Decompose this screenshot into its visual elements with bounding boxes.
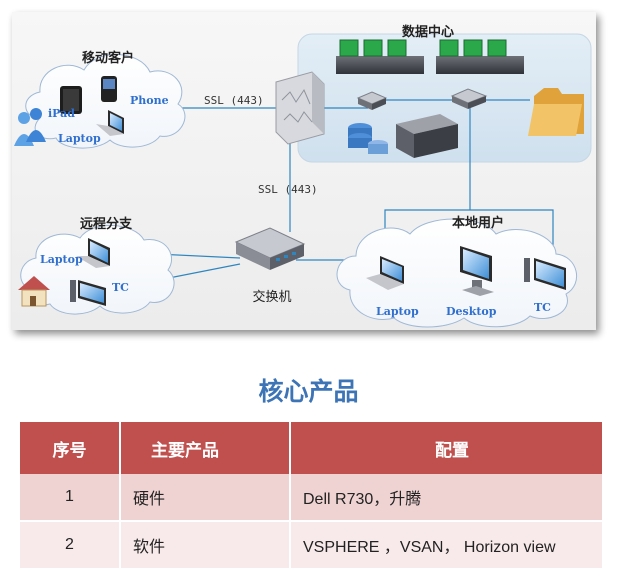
laptop-remote-icon	[76, 238, 110, 268]
firewall-icon	[275, 71, 325, 145]
house-icon	[18, 276, 50, 307]
tc-local-icon	[524, 258, 566, 290]
desktop-local-label: Desktop	[446, 305, 497, 318]
local-title: 本地用户	[452, 215, 504, 231]
tc-remote-icon	[70, 280, 106, 306]
laptop-local-label: Laptop	[376, 305, 419, 318]
cell-config: VSPHERE ，VSAN， Horizon view	[290, 521, 602, 570]
users-icon	[14, 108, 46, 146]
dc-switch-right-icon	[450, 88, 488, 109]
cell-config: Dell R730，升腾	[290, 474, 602, 522]
network-diagram: 移动客户 数据中心 远程分支 本地用户 iPad Phone Laptop La…	[12, 12, 596, 330]
table-row: 1 硬件 Dell R730，升腾	[20, 474, 602, 522]
header-config: 配置	[290, 422, 602, 474]
cell-seq: 1	[20, 474, 121, 522]
server-rack-right	[436, 39, 524, 74]
folder-icon	[528, 88, 584, 136]
laptop-local-icon	[366, 256, 404, 290]
table-row: 2 软件 VSPHERE ，VSAN， Horizon view	[20, 521, 602, 570]
ssl-mid-label: SSL (443)	[258, 183, 318, 196]
table-header-row: 序号 主要产品 配置	[20, 422, 602, 474]
ipad-icon	[60, 86, 82, 114]
cell-product: 软件	[120, 521, 291, 570]
laptop-remote-label: Laptop	[40, 253, 83, 266]
header-product: 主要产品	[120, 422, 291, 474]
datacenter-title: 数据中心	[402, 24, 454, 40]
tc-local-label: TC	[534, 301, 551, 314]
laptop-mobile-icon	[96, 110, 124, 136]
header-seq: 序号	[20, 422, 121, 474]
desktop-local-icon	[460, 246, 494, 296]
blade-server-icon	[396, 114, 458, 158]
phone-icon	[101, 76, 117, 102]
ipad-label: iPad	[48, 107, 75, 120]
tc-remote-label: TC	[112, 281, 129, 294]
laptop-mobile-label: Laptop	[58, 132, 101, 145]
remote-title: 远程分支	[80, 216, 133, 232]
ssl-top-label: SSL (443)	[204, 94, 264, 107]
section-heading: 核心产品	[258, 377, 359, 406]
dc-switch-left-icon	[356, 91, 388, 110]
phone-label: Phone	[130, 94, 169, 107]
switch-icon	[234, 227, 306, 270]
cloud-remote	[20, 225, 175, 315]
cell-product: 硬件	[120, 474, 291, 522]
cell-seq: 2	[20, 521, 121, 570]
cloud-local	[336, 218, 577, 328]
mobile-title: 移动客户	[82, 50, 134, 66]
server-rack-left	[336, 39, 424, 74]
core-products-table: 序号 主要产品 配置 1 硬件 Dell R730，升腾 2 软件 VSPHER…	[20, 422, 602, 570]
storage-icon	[348, 123, 388, 154]
switch-label: 交换机	[252, 289, 291, 305]
